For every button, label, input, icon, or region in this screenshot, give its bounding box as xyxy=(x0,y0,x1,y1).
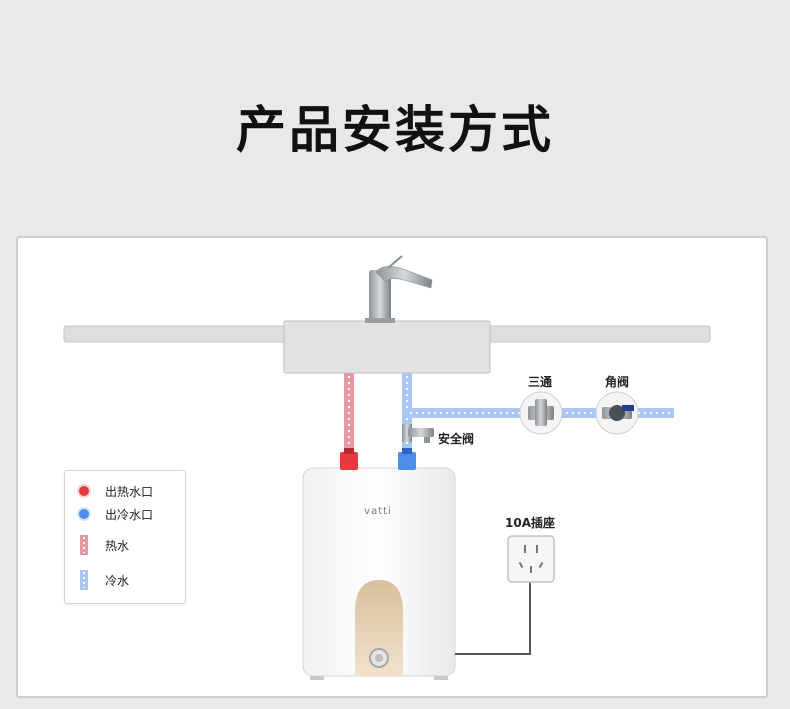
socket-icon xyxy=(507,535,555,583)
socket-label: 10A插座 xyxy=(505,516,555,530)
hot-outlet-icon xyxy=(340,448,358,470)
safety-valve-label: 安全阀 xyxy=(438,432,475,446)
legend-label: 出热水口 xyxy=(105,485,154,499)
blue-dot-icon xyxy=(77,507,91,521)
legend: 出热水口 出冷水口 热水 冷水 xyxy=(64,470,186,604)
legend-item: 热水 xyxy=(65,535,185,555)
safety-valve-icon xyxy=(402,424,434,443)
tee-connector-icon xyxy=(519,391,563,435)
legend-item: 冷水 xyxy=(65,570,185,590)
legend-label: 冷水 xyxy=(105,574,130,588)
angle-valve-icon xyxy=(595,391,639,435)
power-cable xyxy=(455,582,531,655)
faucet-icon xyxy=(365,255,433,323)
hot-water-pipe xyxy=(344,373,354,453)
hot-pipe-icon xyxy=(77,535,91,555)
water-heater xyxy=(302,467,456,680)
tee-label: 三通 xyxy=(528,375,553,389)
legend-item: 出热水口 xyxy=(65,481,185,501)
legend-item: 出冷水口 xyxy=(65,504,185,524)
brand-logo: vatti xyxy=(364,506,392,517)
cold-outlet-icon xyxy=(398,448,416,470)
angle-valve-label: 角阀 xyxy=(605,375,630,389)
page-title: 产品安装方式 xyxy=(236,101,554,159)
sink-basin xyxy=(283,320,491,374)
red-dot-icon xyxy=(77,484,91,498)
cold-pipe-icon xyxy=(77,570,91,590)
legend-label: 热水 xyxy=(105,539,130,553)
legend-label: 出冷水口 xyxy=(105,508,154,522)
